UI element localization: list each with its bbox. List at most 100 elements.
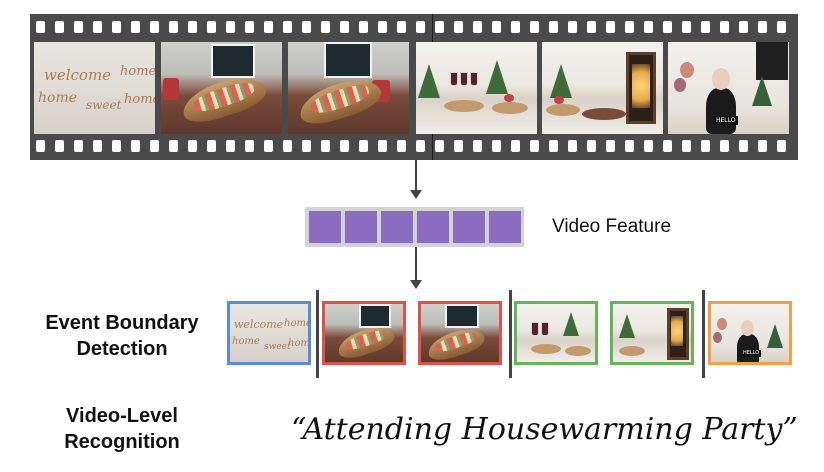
boat-table-photo <box>421 304 499 362</box>
film-frame-boat-table <box>288 42 409 134</box>
film-perforation <box>644 140 653 152</box>
film-perforation <box>701 21 710 33</box>
video-feature-label: Video Feature <box>552 216 672 237</box>
feature-cell <box>309 211 341 243</box>
arrow-feature-to-events <box>415 247 417 281</box>
film-perforation <box>264 140 273 152</box>
film-perforation <box>207 21 216 33</box>
film-perforation <box>492 140 501 152</box>
event-clip-dessert-table <box>514 301 598 365</box>
arrow-head <box>410 280 422 289</box>
film-perforation <box>454 140 463 152</box>
film-perforation <box>359 140 368 152</box>
film-frame-dessert-lantern <box>542 42 663 134</box>
event-clip-dessert-lantern <box>610 301 694 365</box>
film-perforation <box>359 21 368 33</box>
film-perforation <box>340 140 349 152</box>
film-perforation <box>264 21 273 33</box>
film-perforation <box>188 21 197 33</box>
film-perforation <box>606 140 615 152</box>
film-perforation <box>568 140 577 152</box>
film-frame-dessert-table <box>416 42 537 134</box>
film-perforation <box>435 140 444 152</box>
event-boundary-label: Event Boundary Detection <box>22 310 222 362</box>
film-perforation <box>416 21 425 33</box>
banner-word: home <box>124 92 155 107</box>
arrow-film-to-feature <box>415 160 417 191</box>
film-perforation <box>530 21 539 33</box>
film-perforation <box>568 21 577 33</box>
film-perforation <box>663 21 672 33</box>
arrow-head <box>410 190 422 199</box>
film-perforation <box>150 140 159 152</box>
film-perforation <box>606 21 615 33</box>
recognition-caption: “Attending Housewarming Party” <box>291 412 798 447</box>
welcome-banner-photo: welcome home home sweet home <box>230 304 308 362</box>
film-perforation <box>416 140 425 152</box>
video-level-label: Video-Level Recognition <box>22 403 222 455</box>
film-perforation <box>758 140 767 152</box>
film-frame-person: HELLO <box>668 42 789 134</box>
film-perforation <box>55 21 64 33</box>
film-perforation <box>74 21 83 33</box>
film-perforation <box>530 140 539 152</box>
dessert-table-photo <box>517 304 595 362</box>
person-photo: HELLO <box>668 42 789 134</box>
film-perforation <box>511 21 520 33</box>
film-perforation <box>473 140 482 152</box>
film-perforation <box>283 140 292 152</box>
film-perforation <box>739 21 748 33</box>
video-level-label-line2: Recognition <box>64 431 180 453</box>
film-perforation <box>112 21 121 33</box>
film-perforation <box>283 21 292 33</box>
film-perforations-bottom <box>30 140 798 154</box>
film-perforation <box>378 140 387 152</box>
film-perforation <box>682 140 691 152</box>
event-boundary-separator <box>316 290 319 378</box>
film-perforation <box>625 140 634 152</box>
feature-cell <box>381 211 413 243</box>
banner-word: home <box>38 90 78 106</box>
film-perforation <box>131 140 140 152</box>
video-level-label-line1: Video-Level <box>66 405 178 427</box>
film-perforation <box>549 21 558 33</box>
event-clip-welcome-banner: welcome home home sweet home <box>227 301 311 365</box>
film-perforation <box>302 21 311 33</box>
banner-word: sweet <box>264 342 291 352</box>
film-perforation <box>701 140 710 152</box>
film-perforation <box>587 21 596 33</box>
film-perforation <box>644 21 653 33</box>
film-perforation <box>112 140 121 152</box>
feature-cell <box>453 211 485 243</box>
film-perforation <box>625 21 634 33</box>
feature-cell <box>345 211 377 243</box>
film-perforation <box>74 140 83 152</box>
film-perforation <box>93 140 102 152</box>
event-clip-boat-table <box>418 301 502 365</box>
film-perforation <box>93 21 102 33</box>
film-perforation <box>758 21 767 33</box>
film-perforation <box>169 21 178 33</box>
event-boundary-label-line1: Event Boundary <box>45 312 199 334</box>
hello-sign: HELLO <box>741 350 762 357</box>
banner-word: home <box>288 338 310 349</box>
film-perforation <box>340 21 349 33</box>
film-strip: welcome home home sweet home <box>30 14 798 160</box>
film-perforation <box>378 21 387 33</box>
film-perforation <box>131 21 140 33</box>
film-perforation <box>226 21 235 33</box>
event-clip-person: HELLO <box>708 301 792 365</box>
film-perforation <box>682 21 691 33</box>
boat-table-photo <box>288 42 409 134</box>
film-perforation <box>473 21 482 33</box>
film-perforation <box>302 140 311 152</box>
film-perforation <box>207 140 216 152</box>
film-perforation <box>720 140 729 152</box>
feature-cell <box>489 211 521 243</box>
film-perforation <box>55 140 64 152</box>
film-perforation <box>321 140 330 152</box>
film-perforation <box>245 21 254 33</box>
film-perforation <box>663 140 672 152</box>
welcome-banner-photo: welcome home home sweet home <box>34 42 155 134</box>
film-perforation <box>150 21 159 33</box>
